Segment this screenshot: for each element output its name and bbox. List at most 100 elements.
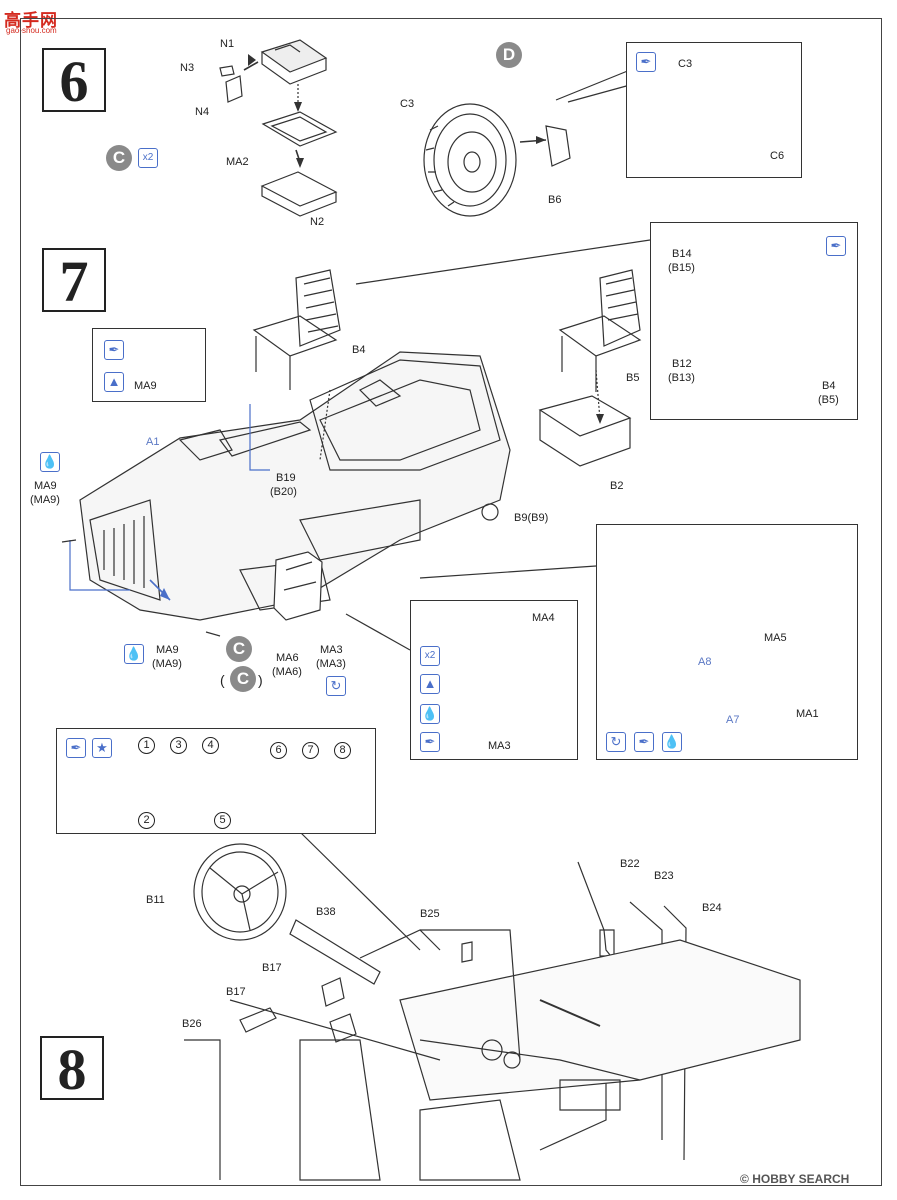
label-ma9-left-alt: (MA9)	[30, 494, 60, 506]
label-b38: B38	[316, 906, 336, 918]
frame-ma2	[261, 111, 338, 147]
label-b5-inset: (B5)	[818, 394, 839, 406]
page-frame	[20, 18, 882, 1186]
glue-drop-icon: 💧	[662, 732, 682, 752]
paint-color-c-badge: C	[226, 636, 252, 662]
label-b11: B11	[146, 894, 165, 906]
label-n4: N4	[195, 106, 210, 118]
label-n2: N2	[310, 216, 325, 228]
dash-callout-2: 2	[138, 812, 155, 829]
label-ma6-alt: (MA6)	[272, 666, 302, 678]
watermark-logo: 高手网	[4, 11, 58, 30]
brand-name: HOBBY SEARCH	[752, 1172, 850, 1186]
label-ma9-low: MA9	[156, 644, 179, 656]
step-number-8: 8	[40, 1036, 104, 1102]
paint-color-c-badge: C	[106, 145, 132, 171]
dash-callout-3: 3	[170, 737, 187, 754]
seat-b5	[558, 269, 642, 392]
glue-drop-icon: 💧	[124, 644, 144, 664]
label-ma3: MA3	[320, 644, 343, 656]
part-n4	[225, 75, 243, 103]
label-ma9-inset: MA9	[134, 380, 157, 392]
label-n1: N1	[220, 38, 235, 50]
x2-badge-icon: x2	[138, 148, 158, 168]
label-b25: B25	[420, 908, 440, 920]
paint-color-d-badge: D	[496, 42, 522, 68]
label-ma9-low-alt: (MA9)	[152, 658, 182, 670]
inset-seat-assembly	[650, 222, 858, 420]
cement-arrow-icon: ▲	[104, 372, 124, 392]
label-b23: B23	[654, 870, 674, 882]
label-c3-inset: C3	[678, 58, 693, 70]
paren-close: )	[258, 672, 263, 688]
label-b4-inset: B4	[822, 380, 836, 392]
label-b17a: B17	[262, 962, 282, 974]
paint-brush-icon: ✒	[634, 732, 654, 752]
label-c3-main: C3	[400, 98, 415, 110]
paint-brush-icon: ✒	[826, 236, 846, 256]
label-b14: B14	[672, 248, 692, 260]
footer-credit: © HOBBY SEARCH	[740, 1172, 849, 1186]
paint-brush-icon: ✒	[104, 340, 124, 360]
label-b24: B24	[702, 902, 722, 914]
paint-brush-icon: ✒	[636, 52, 656, 72]
paint-brush-icon: ✒	[420, 732, 440, 752]
step-number-6: 6	[42, 48, 106, 114]
dash-callout-6: 6	[270, 742, 287, 759]
rotate-view-icon: ↻	[606, 732, 626, 752]
label-b12: B12	[672, 358, 692, 370]
label-b13: (B13)	[668, 372, 695, 384]
spare-wheel-c3	[423, 103, 517, 217]
rotate-view-icon: ↻	[326, 676, 346, 696]
decal-star-icon: ★	[92, 738, 112, 758]
copyright-mark: ©	[740, 1172, 749, 1186]
label-n3: N3	[180, 62, 195, 74]
watermark-url: gao-shou.com	[6, 26, 57, 35]
tray-n2	[260, 171, 338, 207]
label-b2: B2	[610, 480, 624, 492]
label-ma6: MA6	[276, 652, 299, 664]
paint-brush-icon: ✒	[66, 738, 86, 758]
inset-brake-line	[596, 524, 858, 760]
label-b4: B4	[352, 344, 366, 356]
label-b15: (B15)	[668, 262, 695, 274]
label-ma5: MA5	[764, 632, 787, 644]
steering-wheel-b11	[193, 843, 287, 941]
label-c6: C6	[770, 150, 785, 162]
dash-callout-4: 4	[202, 737, 219, 754]
column-b38	[289, 919, 381, 985]
label-ma1: MA1	[796, 708, 819, 720]
label-b19: B19	[276, 472, 296, 484]
bracket-b6	[545, 125, 571, 167]
label-ma9-left: MA9	[34, 480, 57, 492]
label-ma3-inset: MA3	[488, 740, 511, 752]
paren-open: (	[220, 672, 225, 688]
label-ma4: MA4	[532, 612, 555, 624]
label-ma2: MA2	[226, 156, 249, 168]
cement-arrow-icon: ▲	[420, 674, 440, 694]
glue-drop-icon: 💧	[420, 704, 440, 724]
jeep-body	[79, 351, 511, 621]
seat-b4	[252, 269, 341, 390]
jerry-can-lid-n1	[260, 39, 328, 85]
label-b17b: B17	[226, 986, 246, 998]
label-b26: B26	[182, 1018, 202, 1030]
label-a7: A7	[726, 714, 740, 726]
label-a1: A1	[146, 436, 160, 448]
dash-callout-7: 7	[302, 742, 319, 759]
dash-callout-1: 1	[138, 737, 155, 754]
dash-callout-5: 5	[214, 812, 231, 829]
jerry-can-on-body	[273, 551, 323, 621]
label-b20: (B20)	[270, 486, 297, 498]
paint-color-c-alt-badge: C	[230, 666, 256, 692]
label-b9: B9(B9)	[514, 512, 549, 524]
label-a8: A8	[698, 656, 712, 668]
seat-box-b2	[538, 395, 632, 437]
label-b6: B6	[548, 194, 562, 206]
inset-wheel-tire	[626, 42, 802, 178]
glue-drop-icon: 💧	[40, 452, 60, 472]
label-ma3-alt: (MA3)	[316, 658, 346, 670]
part-n3	[219, 65, 235, 77]
